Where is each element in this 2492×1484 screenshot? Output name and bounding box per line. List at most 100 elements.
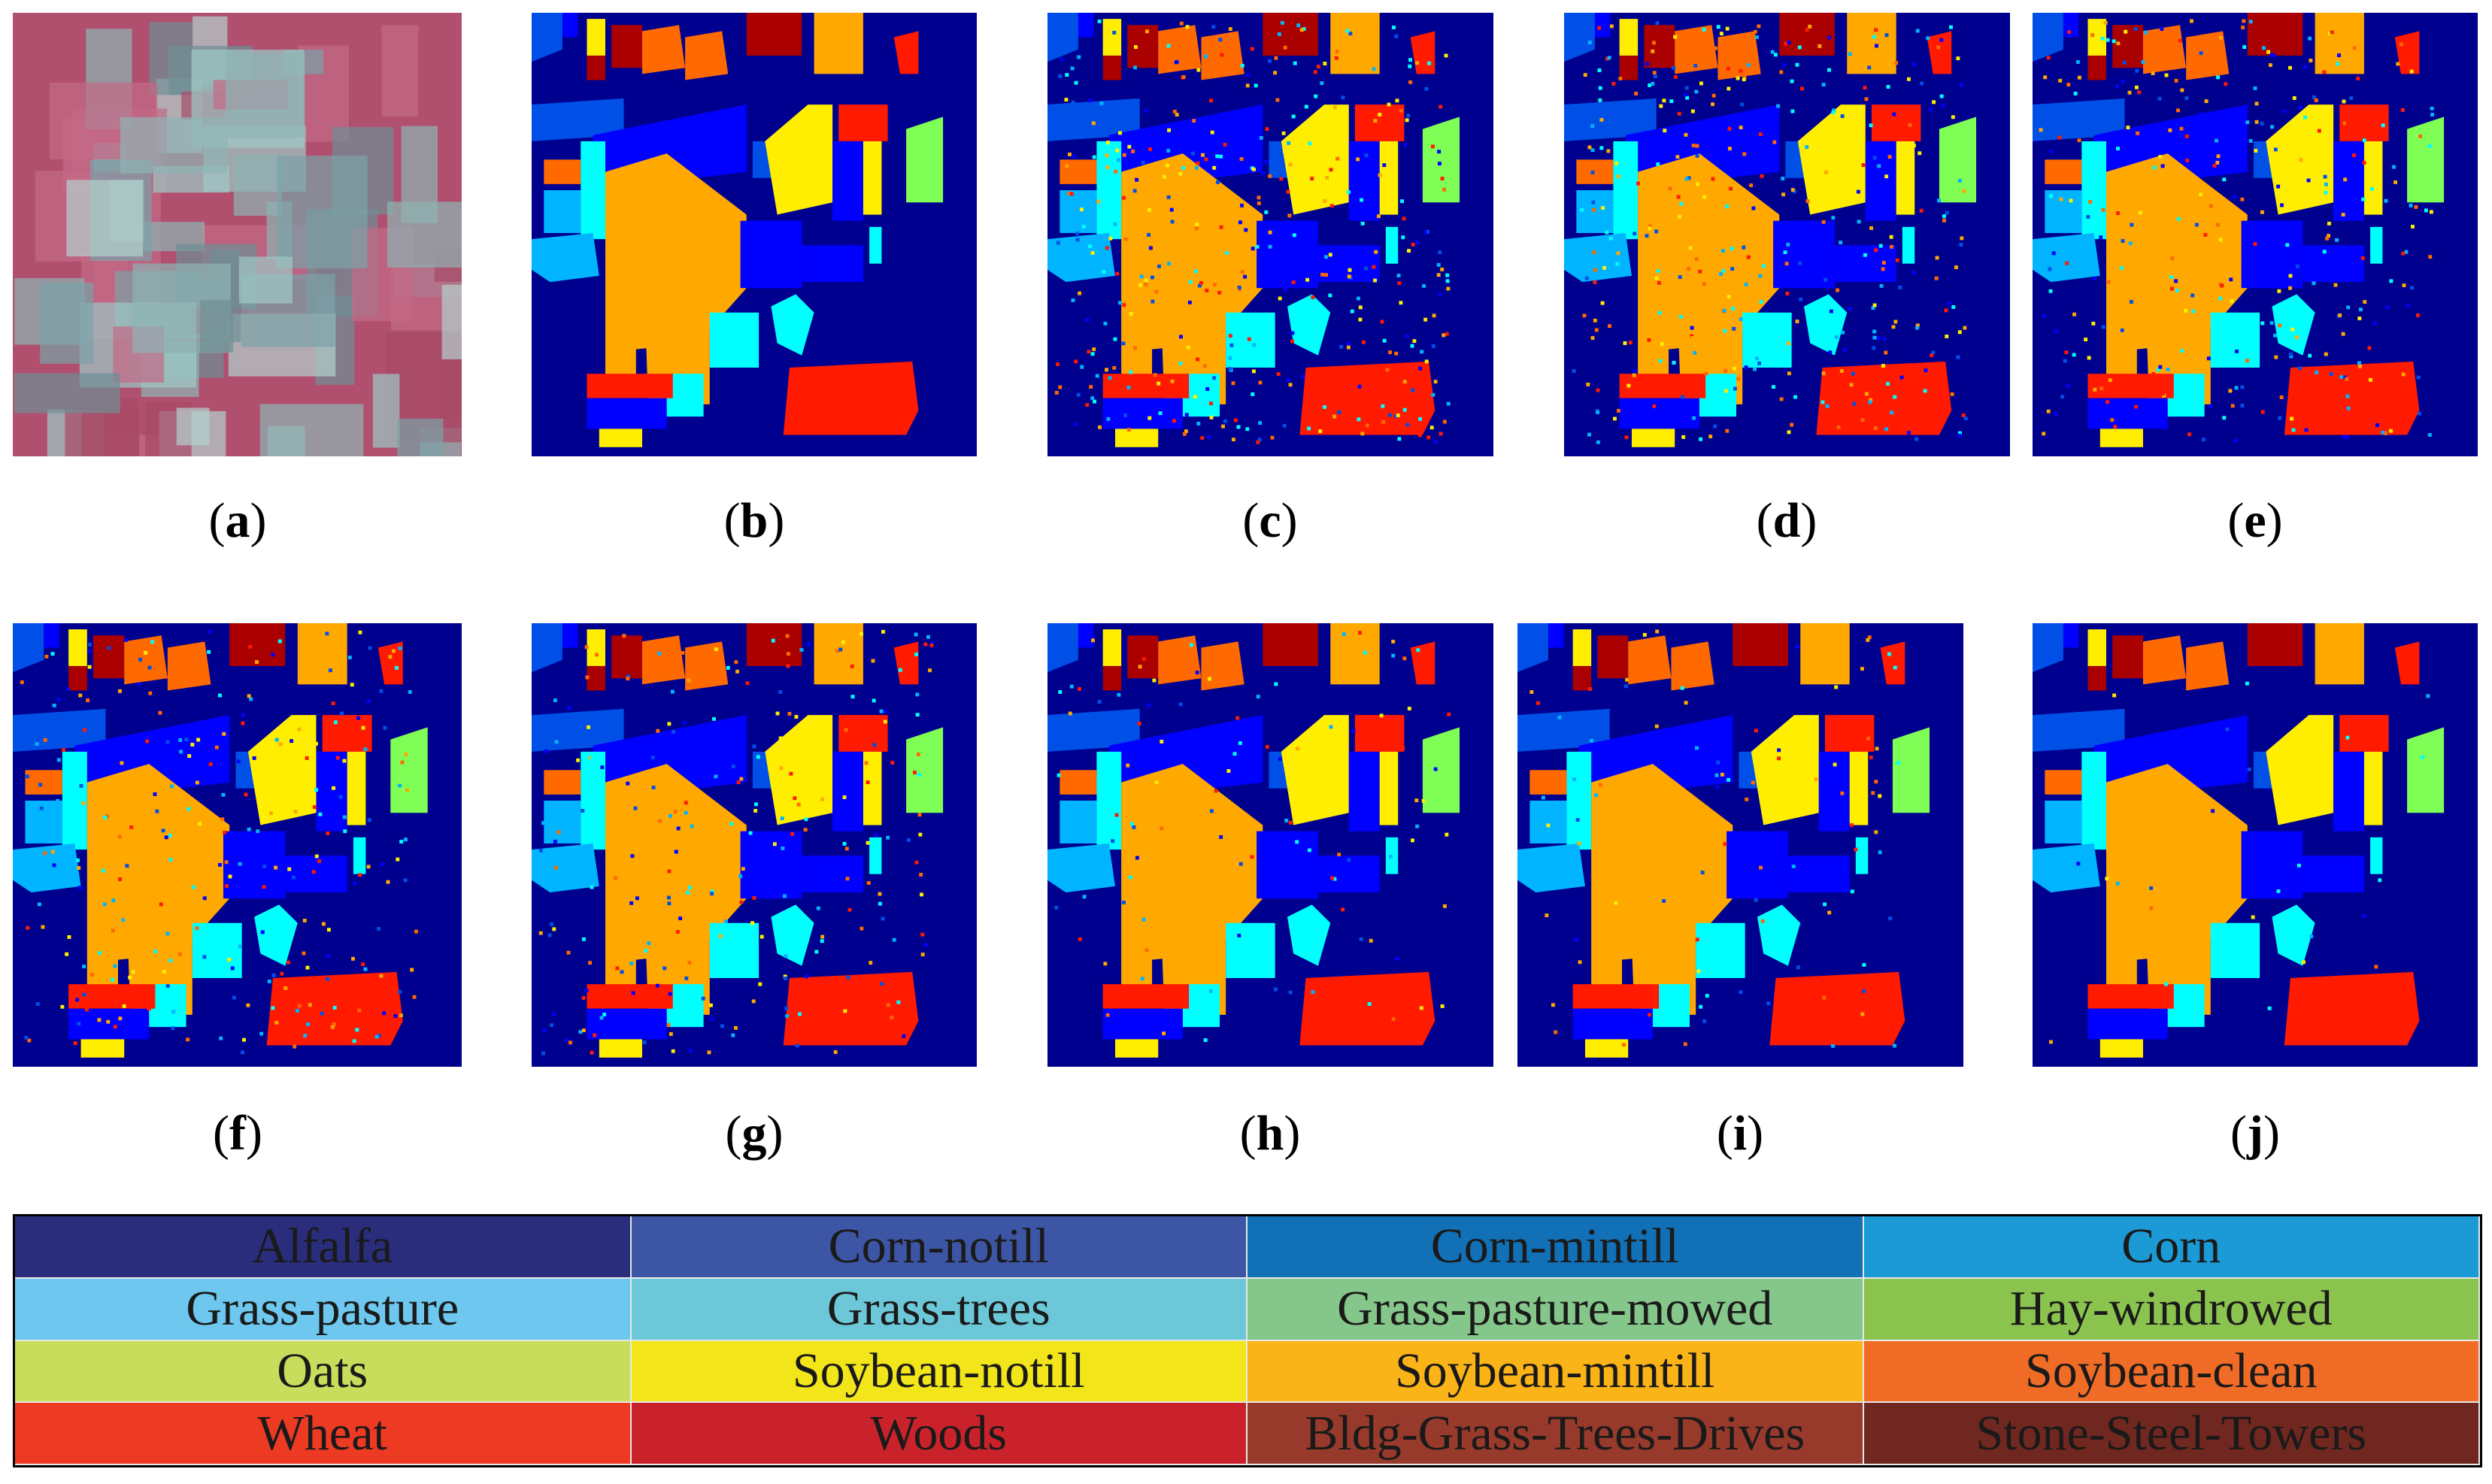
misclassified-pixel (711, 889, 714, 894)
misclassified-pixel (1328, 293, 1332, 298)
misclassified-pixel (223, 830, 227, 834)
misclassified-pixel (380, 862, 384, 867)
misclassified-pixel (2134, 85, 2139, 89)
misclassified-pixel (1893, 395, 1897, 399)
misclassified-pixel (1341, 632, 1346, 637)
field-patch (441, 284, 462, 359)
misclassified-pixel (684, 810, 688, 815)
misclassified-pixel (1115, 271, 1120, 276)
class-region (1896, 141, 1915, 215)
misclassified-pixel (1851, 371, 1855, 376)
misclassified-pixel (2222, 416, 2227, 420)
misclassified-pixel (330, 1025, 335, 1029)
misclassified-pixel (2404, 250, 2409, 254)
class-region (322, 715, 372, 752)
misclassified-pixel (56, 758, 61, 762)
misclassified-pixel (1374, 250, 1378, 254)
misclassified-pixel (1444, 53, 1448, 58)
misclassified-pixel (864, 761, 869, 765)
misclassified-pixel (1687, 267, 1691, 271)
class-region (1047, 98, 1140, 141)
misclassified-pixel (1672, 361, 1676, 365)
misclassified-pixel (77, 1022, 81, 1026)
misclassified-pixel (1237, 285, 1241, 289)
misclassified-pixel (2169, 286, 2174, 291)
misclassified-pixel (883, 748, 887, 752)
misclassified-pixel (1110, 153, 1114, 157)
misclassified-pixel (2187, 432, 2192, 437)
misclassified-pixel (2421, 755, 2424, 759)
misclassified-pixel (1290, 331, 1295, 335)
field-patch (238, 256, 293, 304)
misclassified-pixel (1587, 145, 1592, 150)
misclassified-pixel (1696, 969, 1701, 974)
misclassified-pixel (2345, 377, 2349, 381)
misclassified-pixel (1337, 410, 1341, 414)
misclassified-pixel (1113, 222, 1117, 226)
misclassified-pixel (404, 837, 408, 842)
misclassified-pixel (2208, 404, 2212, 408)
misclassified-pixel (1382, 338, 1387, 343)
misclassified-pixel (302, 951, 306, 956)
misclassified-pixel (1685, 95, 1690, 100)
misclassified-pixel (2158, 365, 2163, 369)
misclassified-pixel (1926, 36, 1930, 41)
misclassified-pixel (105, 814, 110, 819)
misclassified-pixel (305, 1022, 310, 1026)
classification-map (1047, 13, 1493, 456)
class-region (544, 770, 581, 795)
misclassified-pixel (1588, 687, 1592, 691)
misclassified-pixel (859, 926, 864, 931)
misclassified-pixel (1397, 281, 1402, 286)
misclassified-pixel (1695, 937, 1699, 942)
misclassified-pixel (305, 756, 309, 760)
misclassified-pixel (2429, 210, 2433, 214)
misclassified-pixel (1270, 435, 1275, 440)
misclassified-pixel (1392, 26, 1396, 29)
misclassified-pixel (1314, 94, 1318, 98)
misclassified-pixel (280, 971, 284, 976)
misclassified-pixel (1874, 780, 1878, 784)
class-region (2087, 984, 2174, 1009)
misclassified-pixel (1058, 385, 1063, 389)
misclassified-pixel (1779, 70, 1784, 74)
misclassified-pixel (138, 657, 143, 662)
misclassified-pixel (256, 829, 260, 834)
misclassified-pixel (878, 901, 882, 906)
misclassified-pixel (2295, 335, 2299, 340)
caption-h: (h) (1239, 1106, 1301, 1161)
misclassified-pixel (1650, 638, 1654, 642)
misclassified-pixel (1217, 290, 1222, 295)
misclassified-pixel (78, 886, 83, 889)
misclassified-pixel (1593, 280, 1597, 284)
misclassified-pixel (2118, 400, 2123, 404)
misclassified-pixel (2088, 200, 2093, 204)
misclassified-pixel (2299, 127, 2303, 132)
misclassified-pixel (1335, 383, 1339, 387)
class-region (814, 13, 863, 74)
misclassified-pixel (1600, 301, 1605, 305)
misclassified-pixel (1893, 665, 1897, 670)
misclassified-pixel (626, 677, 630, 681)
misclassified-pixel (1545, 913, 1549, 918)
misclassified-pixel (2174, 279, 2178, 283)
misclassified-pixel (1582, 313, 1587, 318)
misclassified-pixel (1662, 98, 1666, 103)
class-region (2333, 141, 2364, 221)
misclassified-pixel (2378, 878, 2382, 883)
misclassified-pixel (2409, 69, 2414, 74)
misclassified-pixel (241, 1050, 244, 1055)
misclassified-pixel (2303, 115, 2307, 120)
misclassified-pixel (642, 873, 647, 877)
misclassified-pixel (1077, 55, 1081, 59)
class-region (587, 374, 673, 398)
misclassified-pixel (1139, 274, 1144, 279)
classification-map (532, 13, 977, 456)
misclassified-pixel (1085, 403, 1090, 407)
misclassified-pixel (1141, 917, 1146, 922)
misclassified-pixel (358, 630, 362, 634)
misclassified-pixel (1358, 305, 1363, 310)
misclassified-pixel (581, 996, 586, 1000)
misclassified-pixel (1310, 177, 1314, 180)
misclassified-pixel (1739, 126, 1743, 130)
